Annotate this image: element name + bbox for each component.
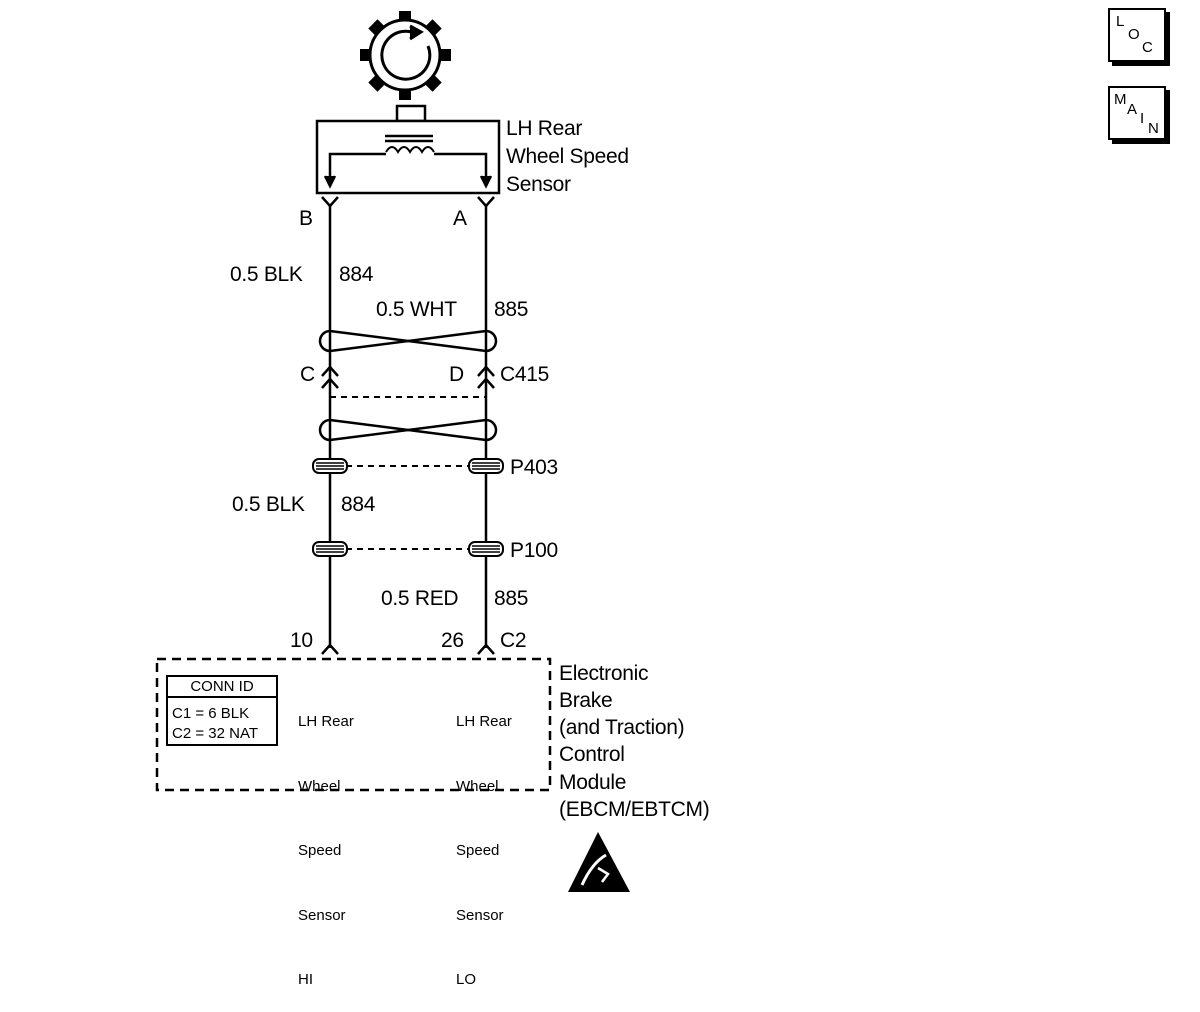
wire-right-gauge-color-upper: 0.5 WHT xyxy=(376,298,457,321)
main-button[interactable]: M A I N xyxy=(1108,86,1170,144)
main-letter-n: N xyxy=(1148,120,1159,137)
input-lo-line: LO xyxy=(456,971,477,988)
loc-letter-o: O xyxy=(1128,26,1140,43)
input-lo-line: Wheel xyxy=(456,777,499,795)
wire-left-circuit-upper: 884 xyxy=(339,263,374,286)
loc-letter-c: C xyxy=(1142,39,1153,56)
connector-id-c1: C1 = 6 BLK xyxy=(172,705,250,722)
p403-label: P403 xyxy=(510,456,558,479)
module-title-line-2: Brake xyxy=(559,689,613,712)
c415-pin-c: C xyxy=(300,363,315,386)
connector-id-c2: C2 = 32 NAT xyxy=(172,725,259,742)
module-title-line-4: Control xyxy=(559,743,625,766)
wire-left-gauge-color-lower: 0.5 BLK xyxy=(232,493,305,516)
p100-label: P100 xyxy=(510,539,558,562)
ebcm-module-outline xyxy=(155,657,552,792)
wheel-speed-sensor xyxy=(315,104,501,195)
sensor-title-line-3: Sensor xyxy=(506,173,571,196)
tone-wheel-icon xyxy=(360,11,451,100)
module-title-line-3: (and Traction) xyxy=(559,716,685,739)
twisted-pair-symbol xyxy=(318,418,498,442)
module-pin-26: 26 xyxy=(441,629,464,652)
module-pin-10: 10 xyxy=(290,629,313,652)
input-lo-line: Sensor xyxy=(456,906,504,924)
twisted-pair-symbol xyxy=(318,329,498,353)
loc-letter-l: L xyxy=(1116,13,1125,30)
location-button[interactable]: L O C xyxy=(1108,8,1170,66)
module-input-hi: LH Rear Wheel Speed Sensor HI xyxy=(298,668,354,1012)
wire-right-circuit-lower: 885 xyxy=(494,587,529,610)
module-connector-name: C2 xyxy=(500,629,527,652)
wire-884-left xyxy=(321,196,339,655)
wire-right-gauge-color-lower: 0.5 RED xyxy=(381,587,459,610)
wire-left-circuit-lower: 884 xyxy=(341,493,376,516)
wire-left-gauge-color-upper: 0.5 BLK xyxy=(230,263,303,286)
sensor-pin-a: A xyxy=(453,207,467,230)
sensor-pin-b: B xyxy=(299,207,313,230)
wire-right-circuit-upper: 885 xyxy=(494,298,529,321)
main-letter-m: M xyxy=(1114,91,1127,108)
connector-id-box: CONN ID C1 = 6 BLK C2 = 32 NAT xyxy=(166,675,278,746)
module-input-lo: LH Rear Wheel Speed Sensor LO xyxy=(456,668,512,1012)
sensor-title-line-1: LH Rear xyxy=(506,117,583,140)
input-hi-line: Wheel xyxy=(298,777,341,795)
connector-id-title: CONN ID xyxy=(168,677,276,698)
input-hi-line: Speed xyxy=(298,842,342,859)
main-letter-a: A xyxy=(1127,101,1138,118)
module-title-line-6: (EBCM/EBTCM) xyxy=(559,798,710,821)
input-hi-line: LH Rear xyxy=(298,713,354,730)
input-lo-line: Speed xyxy=(456,842,500,859)
wire-885-right xyxy=(477,196,495,655)
sensor-title-line-2: Wheel Speed xyxy=(506,145,629,168)
input-hi-line: Sensor xyxy=(298,906,346,924)
input-hi-line: HI xyxy=(298,971,313,988)
main-letter-i: I xyxy=(1140,110,1145,127)
pass-through-p403 xyxy=(312,458,504,474)
wiring-diagram xyxy=(155,11,630,892)
input-lo-line: LH Rear xyxy=(456,713,512,730)
c415-connector-name: C415 xyxy=(500,363,550,386)
pass-through-p100 xyxy=(312,541,504,557)
c415-pin-d: D xyxy=(449,363,464,386)
electrostatic-discharge-warning-icon xyxy=(568,832,630,892)
module-title-line-5: Module xyxy=(559,771,627,794)
module-title-line-1: Electronic xyxy=(559,662,649,685)
